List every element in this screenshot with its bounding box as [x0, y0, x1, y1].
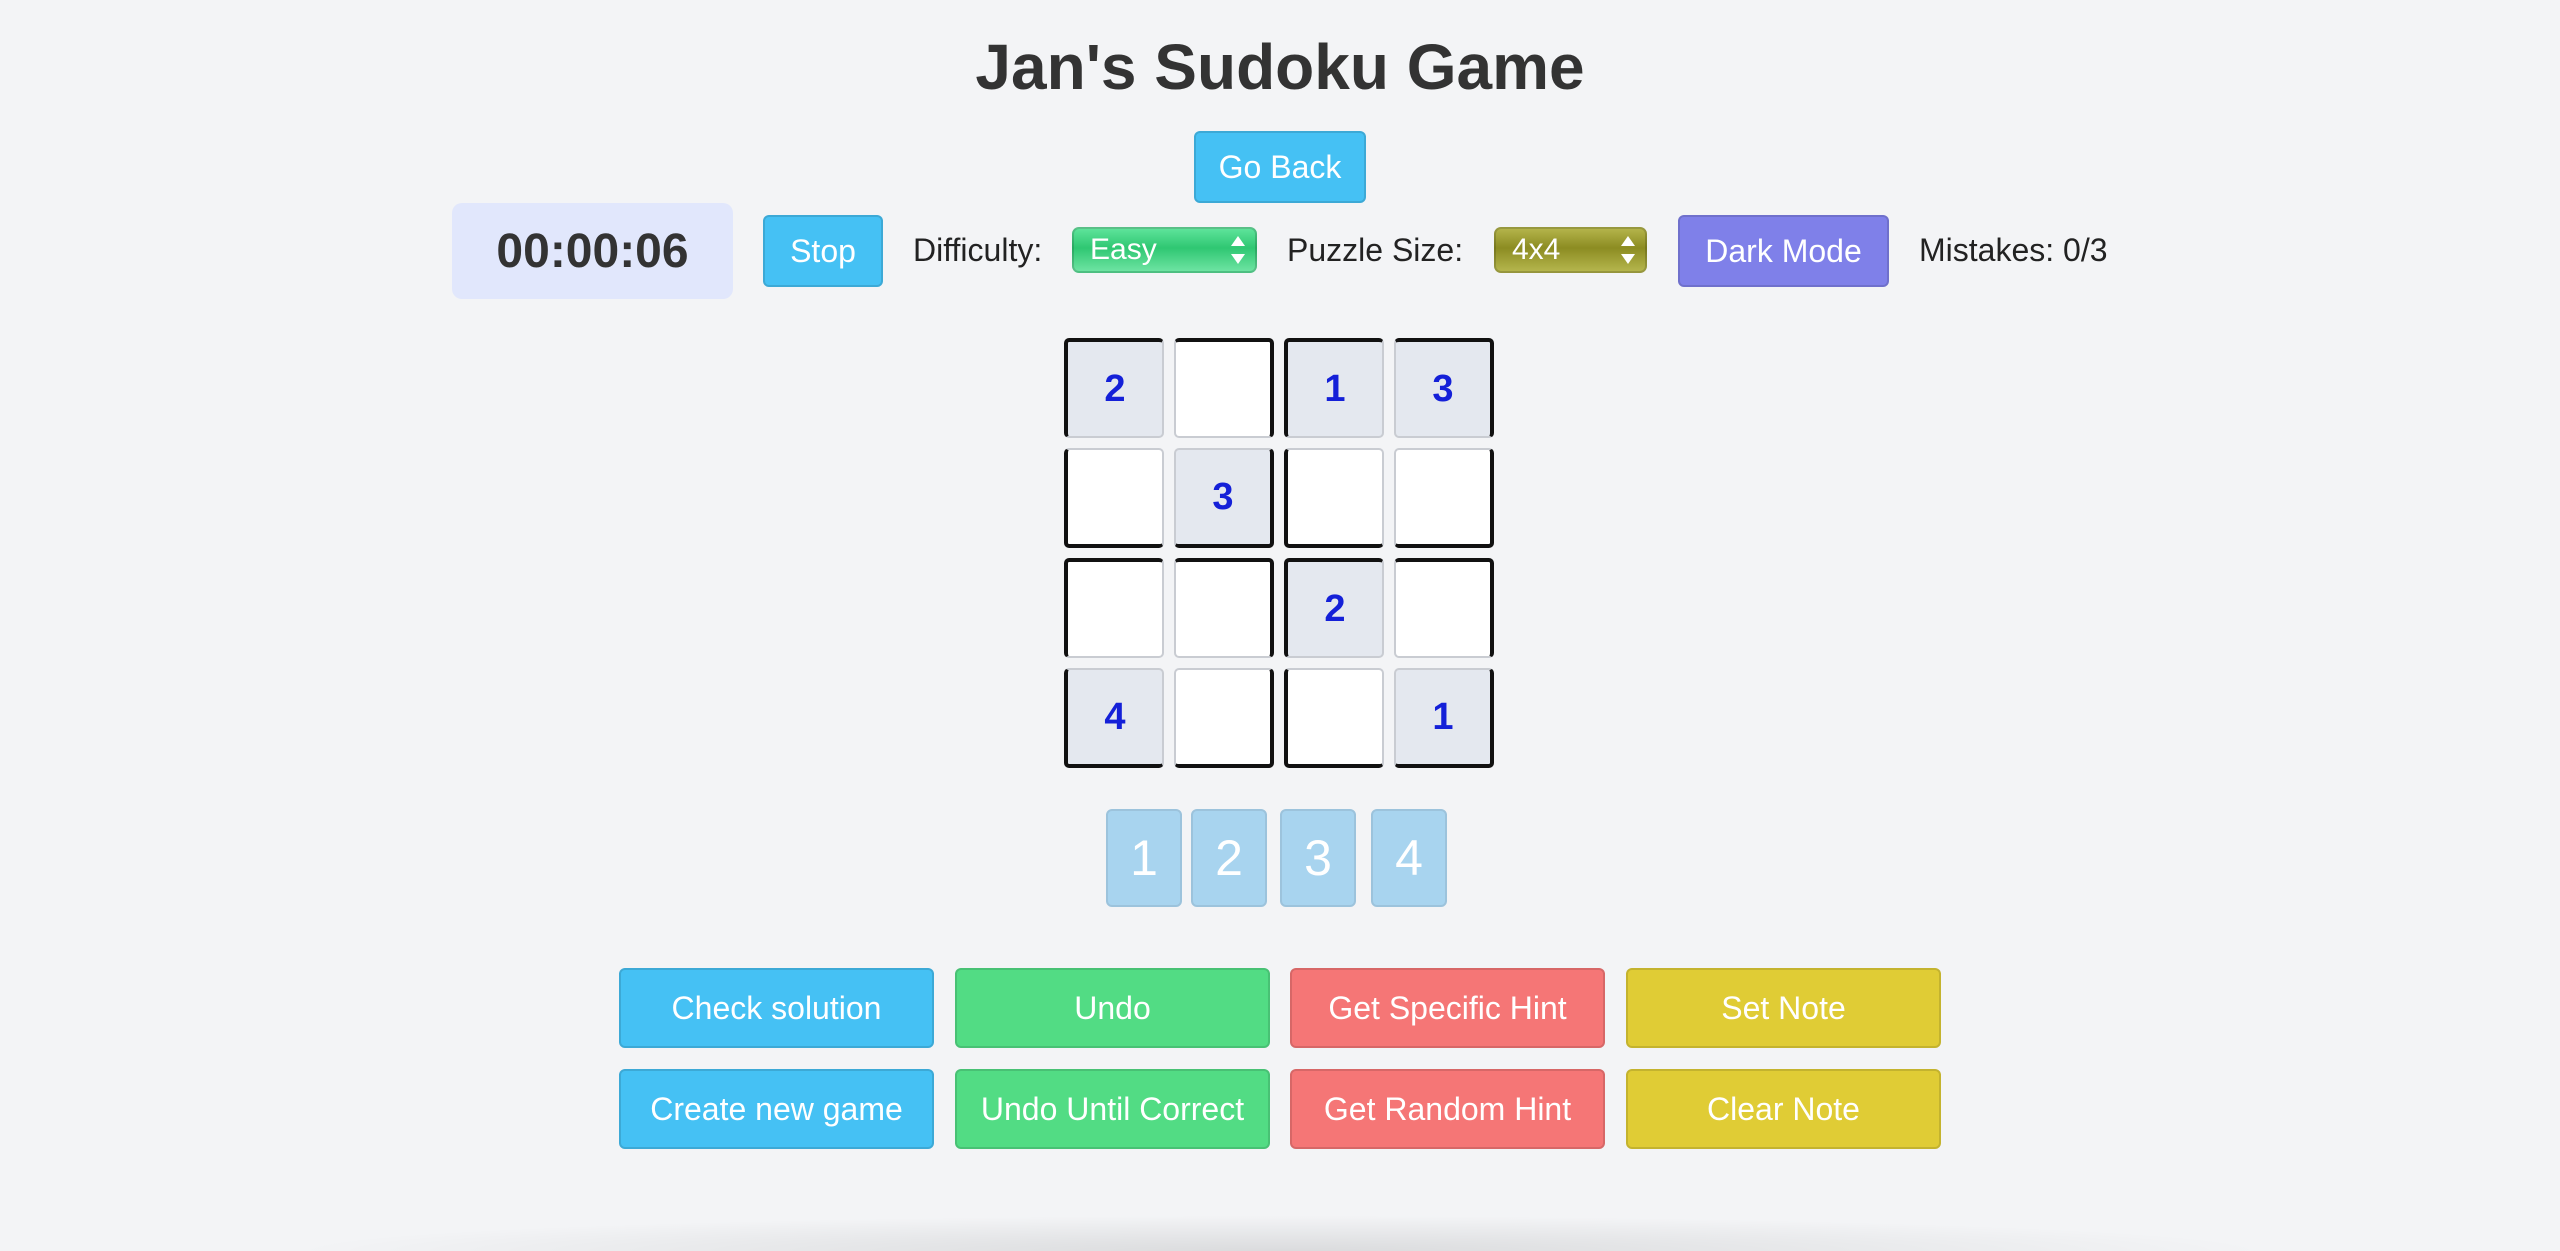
- create-new-game-button[interactable]: Create new game: [619, 1069, 934, 1149]
- numpad-button[interactable]: 2: [1191, 809, 1267, 907]
- sudoku-cell[interactable]: 3: [1174, 448, 1274, 548]
- get-random-hint-button[interactable]: Get Random Hint: [1290, 1069, 1605, 1149]
- sudoku-cell[interactable]: [1064, 448, 1164, 548]
- select-arrows-icon: [1621, 236, 1635, 264]
- sudoku-cell[interactable]: 3: [1394, 338, 1494, 438]
- difficulty-value: Easy: [1090, 233, 1157, 266]
- difficulty-select[interactable]: Easy: [1072, 227, 1257, 273]
- sudoku-cell[interactable]: [1284, 448, 1384, 548]
- sudoku-cell[interactable]: 1: [1284, 338, 1384, 438]
- undo-until-correct-button[interactable]: Undo Until Correct: [955, 1069, 1270, 1149]
- puzzle-size-value: 4x4: [1512, 233, 1561, 266]
- sudoku-cell[interactable]: 1: [1394, 668, 1494, 768]
- stop-button[interactable]: Stop: [763, 215, 883, 287]
- footer-shadow: [280, 1215, 2280, 1251]
- get-specific-hint-button[interactable]: Get Specific Hint: [1290, 968, 1605, 1048]
- sudoku-cell[interactable]: [1174, 558, 1274, 658]
- numpad-button[interactable]: 3: [1280, 809, 1356, 907]
- numpad-button[interactable]: 4: [1371, 809, 1447, 907]
- puzzle-size-select[interactable]: 4x4: [1494, 227, 1647, 273]
- sudoku-cell[interactable]: 2: [1284, 558, 1384, 658]
- select-arrows-icon: [1231, 236, 1245, 264]
- set-note-button[interactable]: Set Note: [1626, 968, 1941, 1048]
- sudoku-cell[interactable]: [1394, 448, 1494, 548]
- sudoku-cell[interactable]: [1174, 668, 1274, 768]
- sudoku-cell[interactable]: [1064, 558, 1164, 658]
- mistakes-counter: Mistakes: 0/3: [1919, 232, 2108, 268]
- difficulty-label: Difficulty:: [913, 232, 1043, 268]
- dark-mode-button[interactable]: Dark Mode: [1678, 215, 1889, 287]
- go-back-button[interactable]: Go Back: [1194, 131, 1366, 203]
- sudoku-cell[interactable]: 4: [1064, 668, 1164, 768]
- sudoku-cell[interactable]: 2: [1064, 338, 1164, 438]
- check-solution-button[interactable]: Check solution: [619, 968, 934, 1048]
- page-title: Jan's Sudoku Game: [975, 31, 1585, 103]
- sudoku-cell[interactable]: [1394, 558, 1494, 658]
- clear-note-button[interactable]: Clear Note: [1626, 1069, 1941, 1149]
- timer-display: 00:00:06: [452, 203, 733, 299]
- numpad-button[interactable]: 1: [1106, 809, 1182, 907]
- undo-button[interactable]: Undo: [955, 968, 1270, 1048]
- sudoku-cell[interactable]: [1174, 338, 1274, 438]
- puzzle-size-label: Puzzle Size:: [1287, 232, 1464, 268]
- sudoku-cell[interactable]: [1284, 668, 1384, 768]
